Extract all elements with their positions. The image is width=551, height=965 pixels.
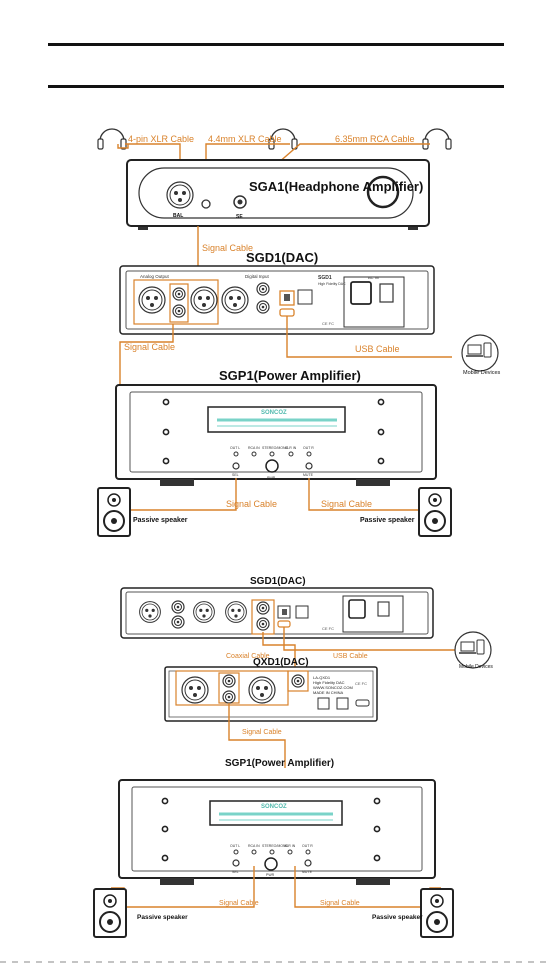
- qxd1-dac: CE FC: [164, 666, 378, 722]
- brand-logo-2: SONCOZ: [261, 804, 287, 810]
- dac-title: SGD1(DAC): [246, 250, 318, 265]
- signal-cable-right-1: Signal Cable: [321, 499, 372, 509]
- ctrl-xlr-in: XLR IN: [285, 446, 297, 450]
- mobile-devices-icon: [454, 631, 492, 669]
- xlr44-cable-label: 4.4mm XLR Cable: [208, 134, 282, 144]
- rca635-cable-label: 6.35mm RCA Cable: [335, 134, 415, 144]
- ctrl-out-r: OUT R: [303, 446, 314, 450]
- headphone-icon: [422, 128, 452, 150]
- dac-title-2: SGD1(DAC): [250, 576, 306, 587]
- btn2-mute: MUTE: [302, 870, 313, 874]
- signal-cable-label-1: Signal Cable: [202, 243, 253, 253]
- svg-text:CE FC: CE FC: [322, 321, 334, 326]
- dac-model-sub: High Fidelity DAC: [318, 282, 346, 286]
- ctrl-stereo-mono: STEREO/MONO: [262, 446, 289, 450]
- ac-in-label: AC IN: [368, 275, 379, 280]
- btn2-sel: SEL: [232, 870, 239, 874]
- se-label: SE: [236, 214, 243, 220]
- qxd-label-3: WWW.SONCOZ.COM: [313, 685, 353, 690]
- ctrl2-out-r: OUT R: [302, 844, 313, 848]
- brand-logo-1: SONCOZ: [261, 410, 287, 416]
- btn2-pwr: PWR: [266, 873, 275, 877]
- btn-sel: SEL: [232, 473, 239, 477]
- analog-output-label: Analog Output: [140, 274, 170, 279]
- sgp1-power-amplifier-2: [118, 779, 436, 885]
- second-rule: [48, 85, 504, 88]
- signal-cable-label-2: Signal Cable: [124, 342, 175, 352]
- xlr4-cable-label: 4-pin XLR Cable: [128, 134, 194, 144]
- passive-speaker-right-1: Passive speaker: [360, 517, 415, 524]
- ctrl2-out-l: OUT L: [230, 844, 240, 848]
- ctrl2-xlr-in: XLR IN: [284, 844, 296, 848]
- ctrl-rca-in: RCA IN: [248, 446, 260, 450]
- mobile-devices-icon: [461, 334, 499, 372]
- ctrl2-stereo-mono: STEREO/MONO: [262, 844, 289, 848]
- digital-input-label: Digital Input: [245, 274, 270, 279]
- usb-cable-label-1: USB Cable: [355, 344, 400, 354]
- passive-speaker-left-2: Passive speaker: [137, 914, 188, 921]
- qxd-label-2: High Fidelity DAC: [313, 680, 345, 685]
- coaxial-cable-label: Coaxial Cable: [226, 653, 270, 660]
- svg-text:CE FC: CE FC: [322, 626, 334, 631]
- mobile-devices-label-2: Mobile Devices: [459, 664, 493, 670]
- sgd1-dac-rear-panel-2: CE FC: [120, 587, 434, 639]
- signal-cable-right-2: Signal Cable: [320, 900, 360, 907]
- signal-cable-label-3: Signal Cable: [242, 729, 282, 736]
- speaker-icon: [93, 888, 127, 938]
- btn-pwr: PWR: [267, 476, 276, 480]
- qxd-label-1: LA-QXD1: [313, 675, 331, 680]
- qxd-label-4: MADE IN CHINA: [313, 690, 344, 695]
- sga1-headphone-amplifier: [126, 159, 430, 230]
- speaker-icon: [420, 888, 454, 938]
- usb-cable-label-2: USB Cable: [333, 653, 368, 660]
- sgd1-dac-rear-panel: CE FC: [119, 265, 435, 335]
- btn-mute: MUTE: [303, 473, 314, 477]
- passive-speaker-right-2: Passive speaker: [372, 914, 423, 921]
- sgp1-power-amplifier-1: [115, 384, 437, 486]
- qxd1-title: QXD1(DAC): [253, 657, 309, 668]
- power-amp-title-2: SGP1(Power Amplifier): [225, 758, 334, 769]
- speaker-icon: [97, 487, 131, 537]
- top-rule: [48, 43, 504, 46]
- bal-label: BAL: [173, 213, 183, 219]
- mobile-devices-label-1: Mobile Devices: [463, 370, 501, 376]
- signal-cable-left-1: Signal Cable: [226, 499, 277, 509]
- speaker-icon: [418, 487, 452, 537]
- ctrl2-rca-in: RCA IN: [248, 844, 260, 848]
- power-amp-title-1: SGP1(Power Amplifier): [219, 368, 361, 383]
- passive-speaker-left-1: Passive speaker: [133, 517, 188, 524]
- ctrl-out-l: OUT L: [230, 446, 240, 450]
- dac-model-label: SGD1: [318, 275, 332, 281]
- svg-text:CE FC: CE FC: [355, 681, 367, 686]
- signal-cable-left-2: Signal Cable: [219, 900, 259, 907]
- headphone-icon: [97, 128, 127, 150]
- amp-title: SGA1(Headphone Amplifier): [249, 179, 423, 194]
